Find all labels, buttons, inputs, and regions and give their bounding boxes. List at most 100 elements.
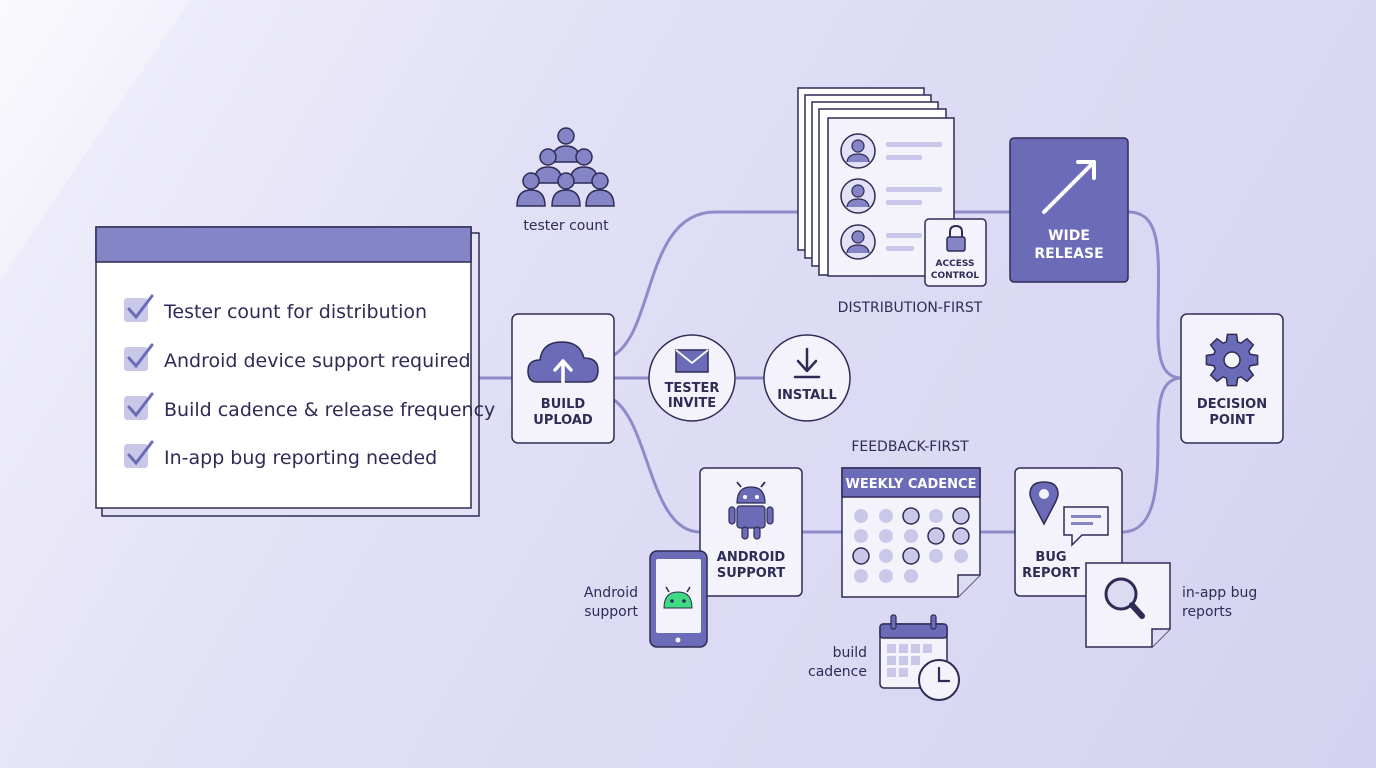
calendar-day-dot (904, 529, 918, 543)
calendar-day-dot (952, 527, 970, 545)
calendar-cell (911, 644, 920, 653)
connector-upload-to-distribution (613, 210, 828, 357)
calendar-day-dot (879, 549, 893, 563)
chat-bubble-icon (1063, 506, 1109, 547)
in-app-bug-reports-caption-line2: reports (1182, 604, 1232, 620)
checkbox-checked-icon (124, 396, 148, 420)
connectors (472, 210, 1183, 534)
calendar-day-dot (854, 509, 868, 523)
user-profile-icon (840, 224, 876, 260)
checklist-item-2: Android device support required (124, 343, 471, 372)
in-app-bug-report-document (1085, 562, 1171, 648)
user-profile-icon (840, 133, 876, 169)
calendar-day-dot (902, 507, 920, 525)
tester-invite-label-line2: INVITE (668, 396, 716, 411)
checkbox-checked-icon (124, 298, 148, 322)
calendar-cell (899, 668, 908, 677)
build-upload-label-line2: UPLOAD (533, 413, 593, 428)
calendar-day-dot (852, 547, 870, 565)
access-control-node: ACCESS CONTROL (924, 218, 987, 287)
connector-release-to-decision (1127, 210, 1183, 380)
tester-count-group: tester count (516, 127, 615, 234)
checkbox-checked-icon (124, 444, 148, 468)
calendar-day-dot (854, 529, 868, 543)
calendar-day-dot (929, 509, 943, 523)
wide-release-node: WIDE RELEASE (1009, 137, 1129, 283)
access-control-label-line2: CONTROL (931, 271, 980, 281)
calendar-cell (887, 668, 896, 677)
weekly-cadence-label: WEEKLY CADENCE (846, 477, 977, 492)
wide-release-label-line1: WIDE (1048, 228, 1090, 244)
calendar-day-dot (929, 549, 943, 563)
calendar-cell (923, 644, 932, 653)
bug-report-label-line2: REPORT (1022, 566, 1080, 581)
calendar-day-dot (954, 549, 968, 563)
download-icon (793, 347, 821, 379)
tester-invite-node: TESTER INVITE (648, 334, 736, 422)
diagonal-arrow-icon (1042, 160, 1096, 214)
calendar-day-dot (854, 569, 868, 583)
calendar-day-dot (904, 569, 918, 583)
calendar-cell (887, 644, 896, 653)
in-app-bug-reports-caption-line1: in-app bug (1182, 585, 1257, 601)
build-cadence-caption-line1: build (833, 645, 867, 661)
lock-icon (946, 224, 966, 252)
install-label: INSTALL (777, 388, 837, 403)
tester-count-label: tester count (523, 218, 609, 234)
build-upload-label-line1: BUILD (541, 397, 586, 412)
android-phone-icon (649, 550, 708, 648)
decision-point-label-line2: POINT (1209, 413, 1254, 428)
checklist-item-label: Android device support required (164, 350, 471, 372)
weekly-cadence-node: WEEKLY CADENCE (841, 467, 981, 598)
user-profile-icon (840, 178, 876, 214)
background-light-streak (0, 0, 190, 280)
calendar-clock-icon (879, 614, 960, 701)
magnifier-icon (1104, 577, 1145, 619)
calendar-day-dot (879, 569, 893, 583)
android-support-label-line2: SUPPORT (717, 566, 785, 581)
people-group-icon (516, 127, 615, 207)
calendar-day-dot (879, 529, 893, 543)
checklist-title-bar (95, 226, 472, 263)
connector-bug-to-decision (1121, 376, 1183, 534)
checkbox-checked-icon (124, 347, 148, 371)
android-head-icon (663, 586, 693, 609)
calendar-day-dot (879, 509, 893, 523)
tester-invite-label-line1: TESTER (665, 381, 720, 396)
envelope-icon (675, 349, 709, 373)
build-cadence-caption-line2: cadence (808, 664, 867, 680)
distribution-first-label: DISTRIBUTION-FIRST (838, 300, 983, 316)
weekly-cadence-header (841, 467, 981, 498)
checklist-item-label: Tester count for distribution (163, 301, 427, 323)
access-control-label-line1: ACCESS (936, 259, 975, 269)
calendar-cell (899, 656, 908, 665)
android-support-caption-line2: support (584, 604, 638, 620)
checklist-item-1: Tester count for distribution (124, 294, 427, 323)
bug-report-label-line1: BUG (1035, 550, 1066, 565)
calendar-day-dot (902, 547, 920, 565)
calendar-day-dot (952, 507, 970, 525)
decision-point-label-line1: DECISION (1197, 397, 1267, 412)
decision-point-node: DECISION POINT (1180, 313, 1284, 444)
build-upload-node: BUILD UPLOAD (511, 313, 615, 444)
checklist-item-3: Build cadence & release frequency (124, 392, 495, 421)
calendar-cell (887, 656, 896, 665)
checklist-item-label: Build cadence & release frequency (164, 399, 495, 421)
feedback-first-label: FEEDBACK-FIRST (851, 439, 969, 455)
wide-release-label-line2: RELEASE (1034, 246, 1103, 262)
requirements-checklist: Tester count for distribution Android de… (95, 226, 495, 517)
gear-icon (1205, 333, 1259, 387)
calendar-day-dot (927, 527, 945, 545)
calendar-dot-grid (852, 507, 970, 583)
connector-upload-to-android (613, 398, 701, 534)
android-support-node: ANDROID SUPPORT (699, 467, 803, 597)
checklist-item-label: In-app bug reporting needed (164, 447, 437, 469)
android-support-caption-line1: Android (584, 585, 638, 601)
distribution-profiles-stack (797, 87, 955, 277)
android-support-label-line1: ANDROID (717, 550, 786, 565)
android-robot-icon (728, 481, 774, 540)
calendar-cell (899, 644, 908, 653)
calendar-cell (911, 656, 920, 665)
checklist-item-4: In-app bug reporting needed (124, 440, 437, 469)
